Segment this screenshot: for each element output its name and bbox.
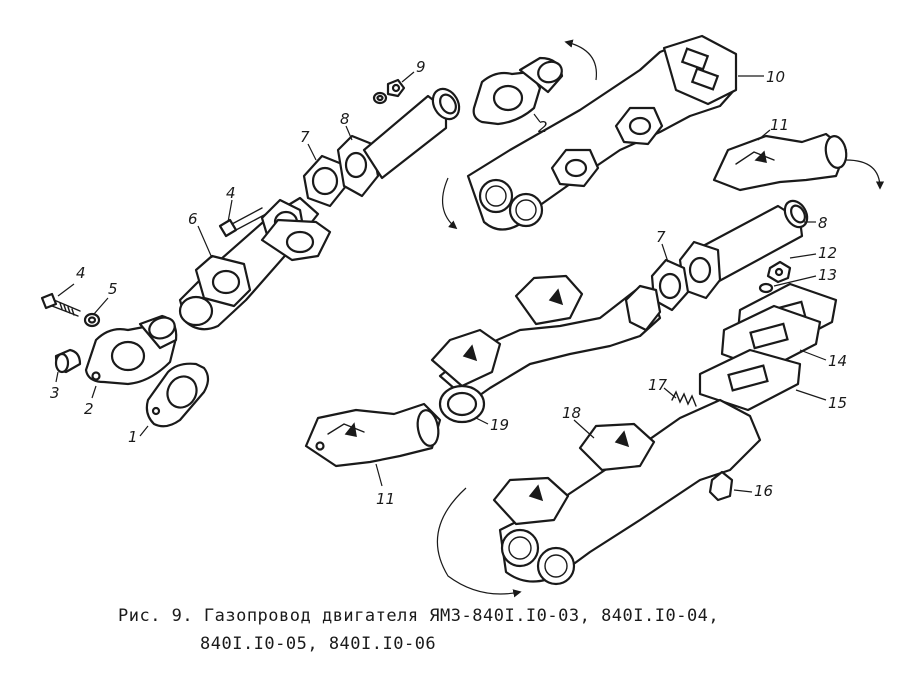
callout-11-lower: 11 — [376, 490, 395, 508]
callout-7-middle: 7 — [656, 228, 666, 246]
callout-8: 8 — [340, 110, 350, 128]
callout-12: 12 — [818, 244, 837, 262]
callout-11-upper: 11 — [770, 116, 789, 134]
manifold-section-6 — [178, 196, 332, 331]
callout-3: 3 — [50, 384, 60, 402]
callout-8-middle: 8 — [818, 214, 828, 232]
bolt-4 — [40, 292, 81, 317]
callout-18: 18 — [562, 404, 581, 422]
callout-9: 9 — [416, 58, 426, 76]
callout-5: 5 — [108, 280, 118, 298]
callouts: 1 2 3 4 5 6 7 8 9 2 10 11 4 8 7 12 13 — [50, 58, 847, 508]
manifold-assembly-10 — [441, 34, 738, 231]
nut-9 — [386, 78, 406, 98]
elbow-11-lower — [304, 402, 442, 468]
callout-4-upper: 4 — [226, 184, 236, 202]
callout-14: 14 — [828, 352, 847, 370]
gasket-1 — [145, 362, 210, 428]
callout-19: 19 — [490, 416, 509, 434]
left-manifold-assembly — [40, 56, 564, 428]
callout-2-top: 2 — [538, 118, 548, 136]
washer-5 — [83, 312, 101, 328]
callout-2: 2 — [84, 400, 94, 418]
figure-caption-line-1: Рис. 9. Газопровод двигателя ЯМЗ-840I.I0… — [118, 606, 720, 626]
callout-13: 13 — [818, 266, 837, 284]
gasket-7 — [302, 154, 348, 208]
callout-6: 6 — [188, 210, 198, 228]
callout-4: 4 — [76, 264, 86, 282]
figure-caption-line-2: 840I.I0-05, 840I.I0-06 — [200, 634, 437, 654]
end-pipe-2 — [84, 314, 178, 386]
washer-5-upper — [372, 91, 388, 105]
callout-1: 1 — [128, 428, 138, 446]
callout-15: 15 — [828, 394, 847, 412]
lower-manifold-assembly — [436, 282, 838, 598]
elbow-11-upper — [712, 132, 885, 192]
callout-7: 7 — [300, 128, 310, 146]
bolt-4-upper — [218, 207, 267, 238]
callout-17: 17 — [648, 376, 668, 394]
callout-16: 16 — [754, 482, 773, 500]
end-pipe-2-top — [472, 56, 564, 126]
flange-8 — [336, 87, 461, 198]
bushing-3 — [54, 348, 82, 374]
callout-10: 10 — [766, 68, 785, 86]
middle-manifold-assembly — [430, 199, 809, 424]
